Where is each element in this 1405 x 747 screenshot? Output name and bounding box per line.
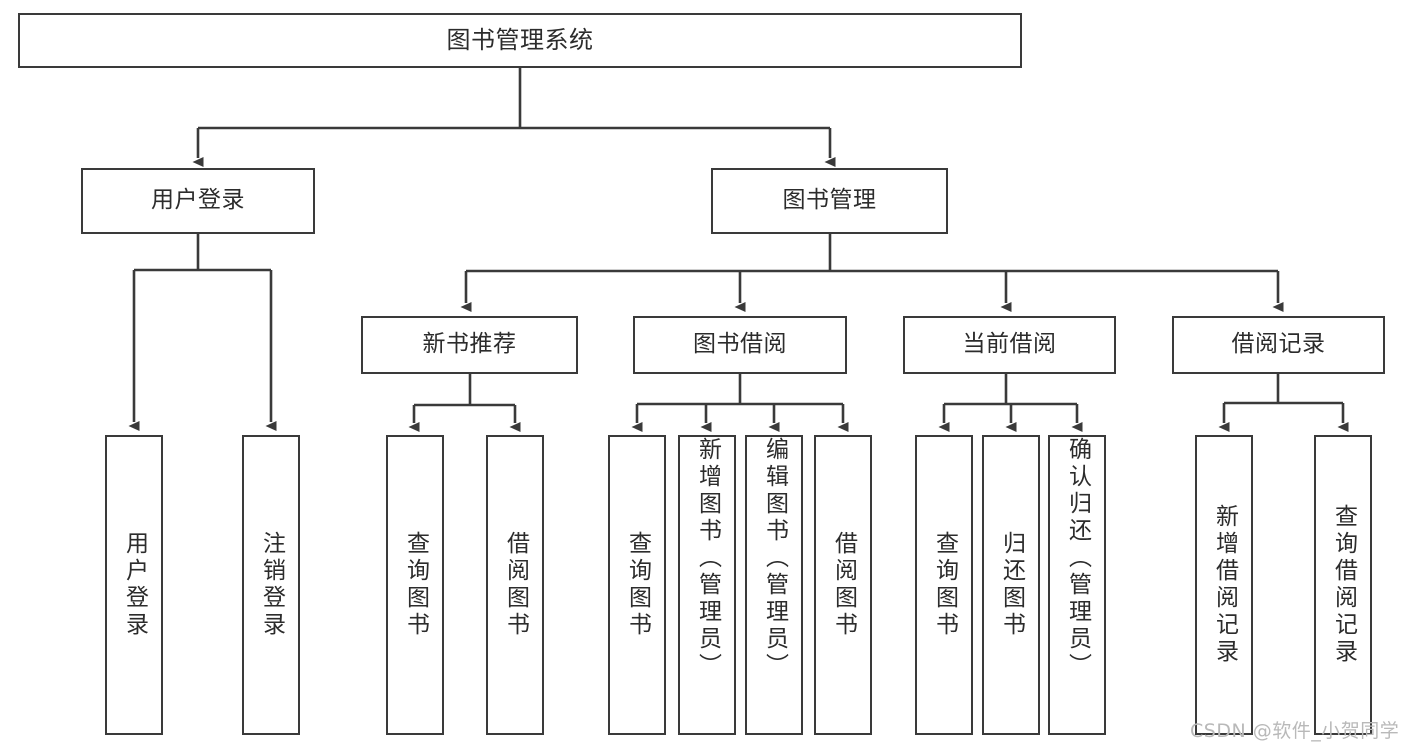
leaf-borrow-record-query-label: 查询借阅记录 bbox=[1330, 504, 1357, 666]
node-user-login-label: 用户登录 bbox=[151, 187, 245, 214]
leaf-current-borrow-return[interactable]: 归还图书 bbox=[982, 435, 1040, 735]
leaf-user-login-logout[interactable]: 注销登录 bbox=[242, 435, 300, 735]
leaf-new-book-borrow-label: 借阅图书 bbox=[502, 531, 529, 639]
node-current-borrow-label: 当前借阅 bbox=[962, 331, 1057, 358]
leaf-user-login-logout-label: 注销登录 bbox=[258, 531, 285, 639]
leaf-book-borrow-edit[interactable]: 编辑图书（管理员） bbox=[745, 435, 803, 735]
leaf-new-book-query[interactable]: 查询图书 bbox=[386, 435, 444, 735]
node-root-system[interactable]: 图书管理系统 bbox=[18, 13, 1022, 68]
leaf-book-borrow-borrow-label: 借阅图书 bbox=[830, 531, 857, 639]
leaf-book-borrow-borrow[interactable]: 借阅图书 bbox=[814, 435, 872, 735]
leaf-book-borrow-add[interactable]: 新增图书（管理员） bbox=[678, 435, 736, 735]
leaf-book-borrow-add-label: 新增图书（管理员） bbox=[694, 437, 721, 680]
leaf-user-login-login[interactable]: 用户登录 bbox=[105, 435, 163, 735]
node-book-borrow-label: 图书借阅 bbox=[693, 331, 787, 358]
leaf-current-borrow-query[interactable]: 查询图书 bbox=[915, 435, 973, 735]
leaf-user-login-login-label: 用户登录 bbox=[121, 531, 148, 639]
leaf-borrow-record-add-label: 新增借阅记录 bbox=[1211, 504, 1238, 666]
node-user-login[interactable]: 用户登录 bbox=[81, 168, 315, 234]
node-root-system-label: 图书管理系统 bbox=[446, 26, 594, 55]
leaf-borrow-record-query[interactable]: 查询借阅记录 bbox=[1314, 435, 1372, 735]
node-borrow-record-label: 借阅记录 bbox=[1231, 331, 1326, 358]
leaf-current-borrow-return-label: 归还图书 bbox=[998, 531, 1025, 639]
leaf-current-borrow-query-label: 查询图书 bbox=[931, 531, 958, 639]
node-book-borrow[interactable]: 图书借阅 bbox=[633, 316, 847, 374]
watermark-text: CSDN @软件_小贺同学 bbox=[1190, 720, 1400, 742]
node-book-management[interactable]: 图书管理 bbox=[711, 168, 948, 234]
leaf-book-borrow-edit-label: 编辑图书（管理员） bbox=[761, 437, 788, 680]
leaf-new-book-borrow[interactable]: 借阅图书 bbox=[486, 435, 544, 735]
node-new-book-recommend-label: 新书推荐 bbox=[422, 331, 517, 358]
node-current-borrow[interactable]: 当前借阅 bbox=[903, 316, 1116, 374]
node-new-book-recommend[interactable]: 新书推荐 bbox=[361, 316, 578, 374]
node-book-management-label: 图书管理 bbox=[782, 187, 877, 214]
leaf-book-borrow-query[interactable]: 查询图书 bbox=[608, 435, 666, 735]
leaf-current-borrow-confirm-return[interactable]: 确认归还（管理员） bbox=[1048, 435, 1106, 735]
node-borrow-record[interactable]: 借阅记录 bbox=[1172, 316, 1385, 374]
leaf-new-book-query-label: 查询图书 bbox=[402, 531, 429, 639]
leaf-book-borrow-query-label: 查询图书 bbox=[624, 531, 651, 639]
leaf-borrow-record-add[interactable]: 新增借阅记录 bbox=[1195, 435, 1253, 735]
leaf-current-borrow-confirm-return-label: 确认归还（管理员） bbox=[1064, 437, 1091, 680]
